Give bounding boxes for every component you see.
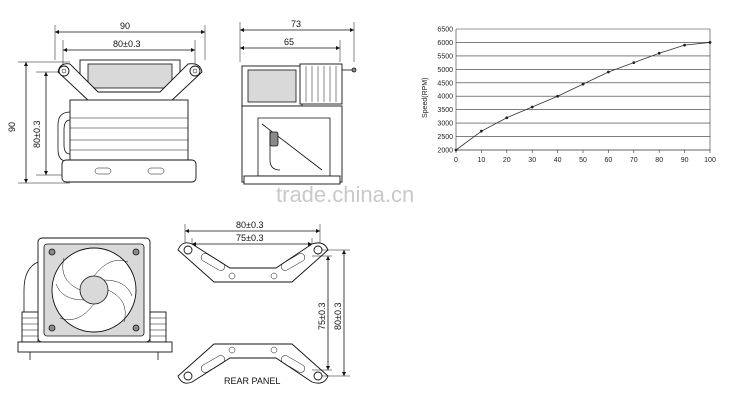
chart-x-tick-label: 60	[605, 157, 613, 164]
chart-points	[454, 41, 712, 152]
chart-data-point	[480, 129, 483, 133]
chart-data-point	[657, 51, 661, 55]
chart-data-point	[454, 148, 458, 152]
chart-y-tick-label: 2500	[437, 134, 453, 141]
chart-x-tick-label: 50	[579, 157, 587, 164]
chart-y-tick-label: 5000	[437, 67, 453, 74]
chart-data-point	[632, 61, 636, 65]
chart-axes	[455, 29, 711, 151]
chart-y-tick-label: 4500	[437, 80, 453, 87]
front-width-holes-label: 80±0.3	[113, 39, 140, 49]
chart-x-tick-label: 10	[478, 157, 486, 164]
chart-data-point	[530, 105, 534, 109]
chart-y-tick-label: 2000	[437, 148, 453, 155]
front-height-overall-label: 90	[7, 122, 17, 132]
chart-x-tick-label: 0	[454, 157, 458, 164]
rear-height-outer-label: 80±0.3	[333, 303, 343, 330]
chart-grid	[455, 28, 711, 151]
chart-x-tick-label: 30	[528, 157, 536, 164]
rear-panel-drawing: 80±0.3 75±0.3 80±0.3 75±0.3 REAR PANEL	[177, 220, 350, 386]
side-view: 73 65	[239, 19, 357, 185]
speed-chart: Speed(RPM) 2000 2500 3000 3500 4000 4500 5000 5…	[422, 27, 716, 165]
chart-y-tick-label: 6000	[437, 40, 453, 47]
rear-height-inner-label: 75±0.3	[317, 303, 327, 330]
watermark-text: trade.china.cn	[276, 182, 414, 207]
chart-y-tick-label: 3000	[437, 121, 453, 128]
chart-data-point	[556, 94, 559, 98]
chart-y-ticks: 2000 2500 3000 3500 4000 4500 5000 5500 6000 6500	[437, 27, 453, 155]
chart-x-tick-label: 70	[630, 157, 638, 164]
chart-data-point	[708, 41, 712, 44]
chart-x-ticks: 0 10 20 30 40 50 60 70 80 90 100	[454, 150, 716, 164]
chart-data-point	[505, 116, 509, 120]
rear-panel-label: REAR PANEL	[224, 376, 280, 386]
side-width-overall-label: 73	[291, 19, 301, 29]
chart-x-tick-label: 80	[655, 157, 663, 164]
rear-width-inner-label: 75±0.3	[236, 233, 263, 243]
chart-x-tick-label: 90	[681, 157, 689, 164]
chart-x-tick-label: 20	[503, 157, 511, 164]
chart-x-tick-label: 100	[704, 157, 716, 164]
rear-width-outer-label: 80±0.3	[236, 220, 263, 230]
front-height-holes-label: 80±0.3	[32, 121, 42, 148]
chart-ylabel: Speed(RPM)	[422, 78, 429, 118]
rear-view-cooler	[17, 237, 173, 360]
chart-data-point	[607, 70, 610, 74]
chart-y-tick-label: 4000	[437, 94, 453, 101]
chart-y-tick-label: 3500	[437, 107, 453, 114]
chart-x-tick-label: 40	[554, 157, 562, 164]
front-width-overall-label: 90	[120, 21, 130, 31]
side-width-body-label: 65	[284, 37, 294, 47]
front-view: 90 80±0.3 90 80±0.3	[7, 21, 206, 184]
chart-y-tick-label: 6500	[437, 27, 453, 34]
chart-data-point	[683, 43, 686, 47]
chart-y-tick-label: 5500	[437, 53, 453, 60]
chart-data-point	[581, 82, 585, 86]
